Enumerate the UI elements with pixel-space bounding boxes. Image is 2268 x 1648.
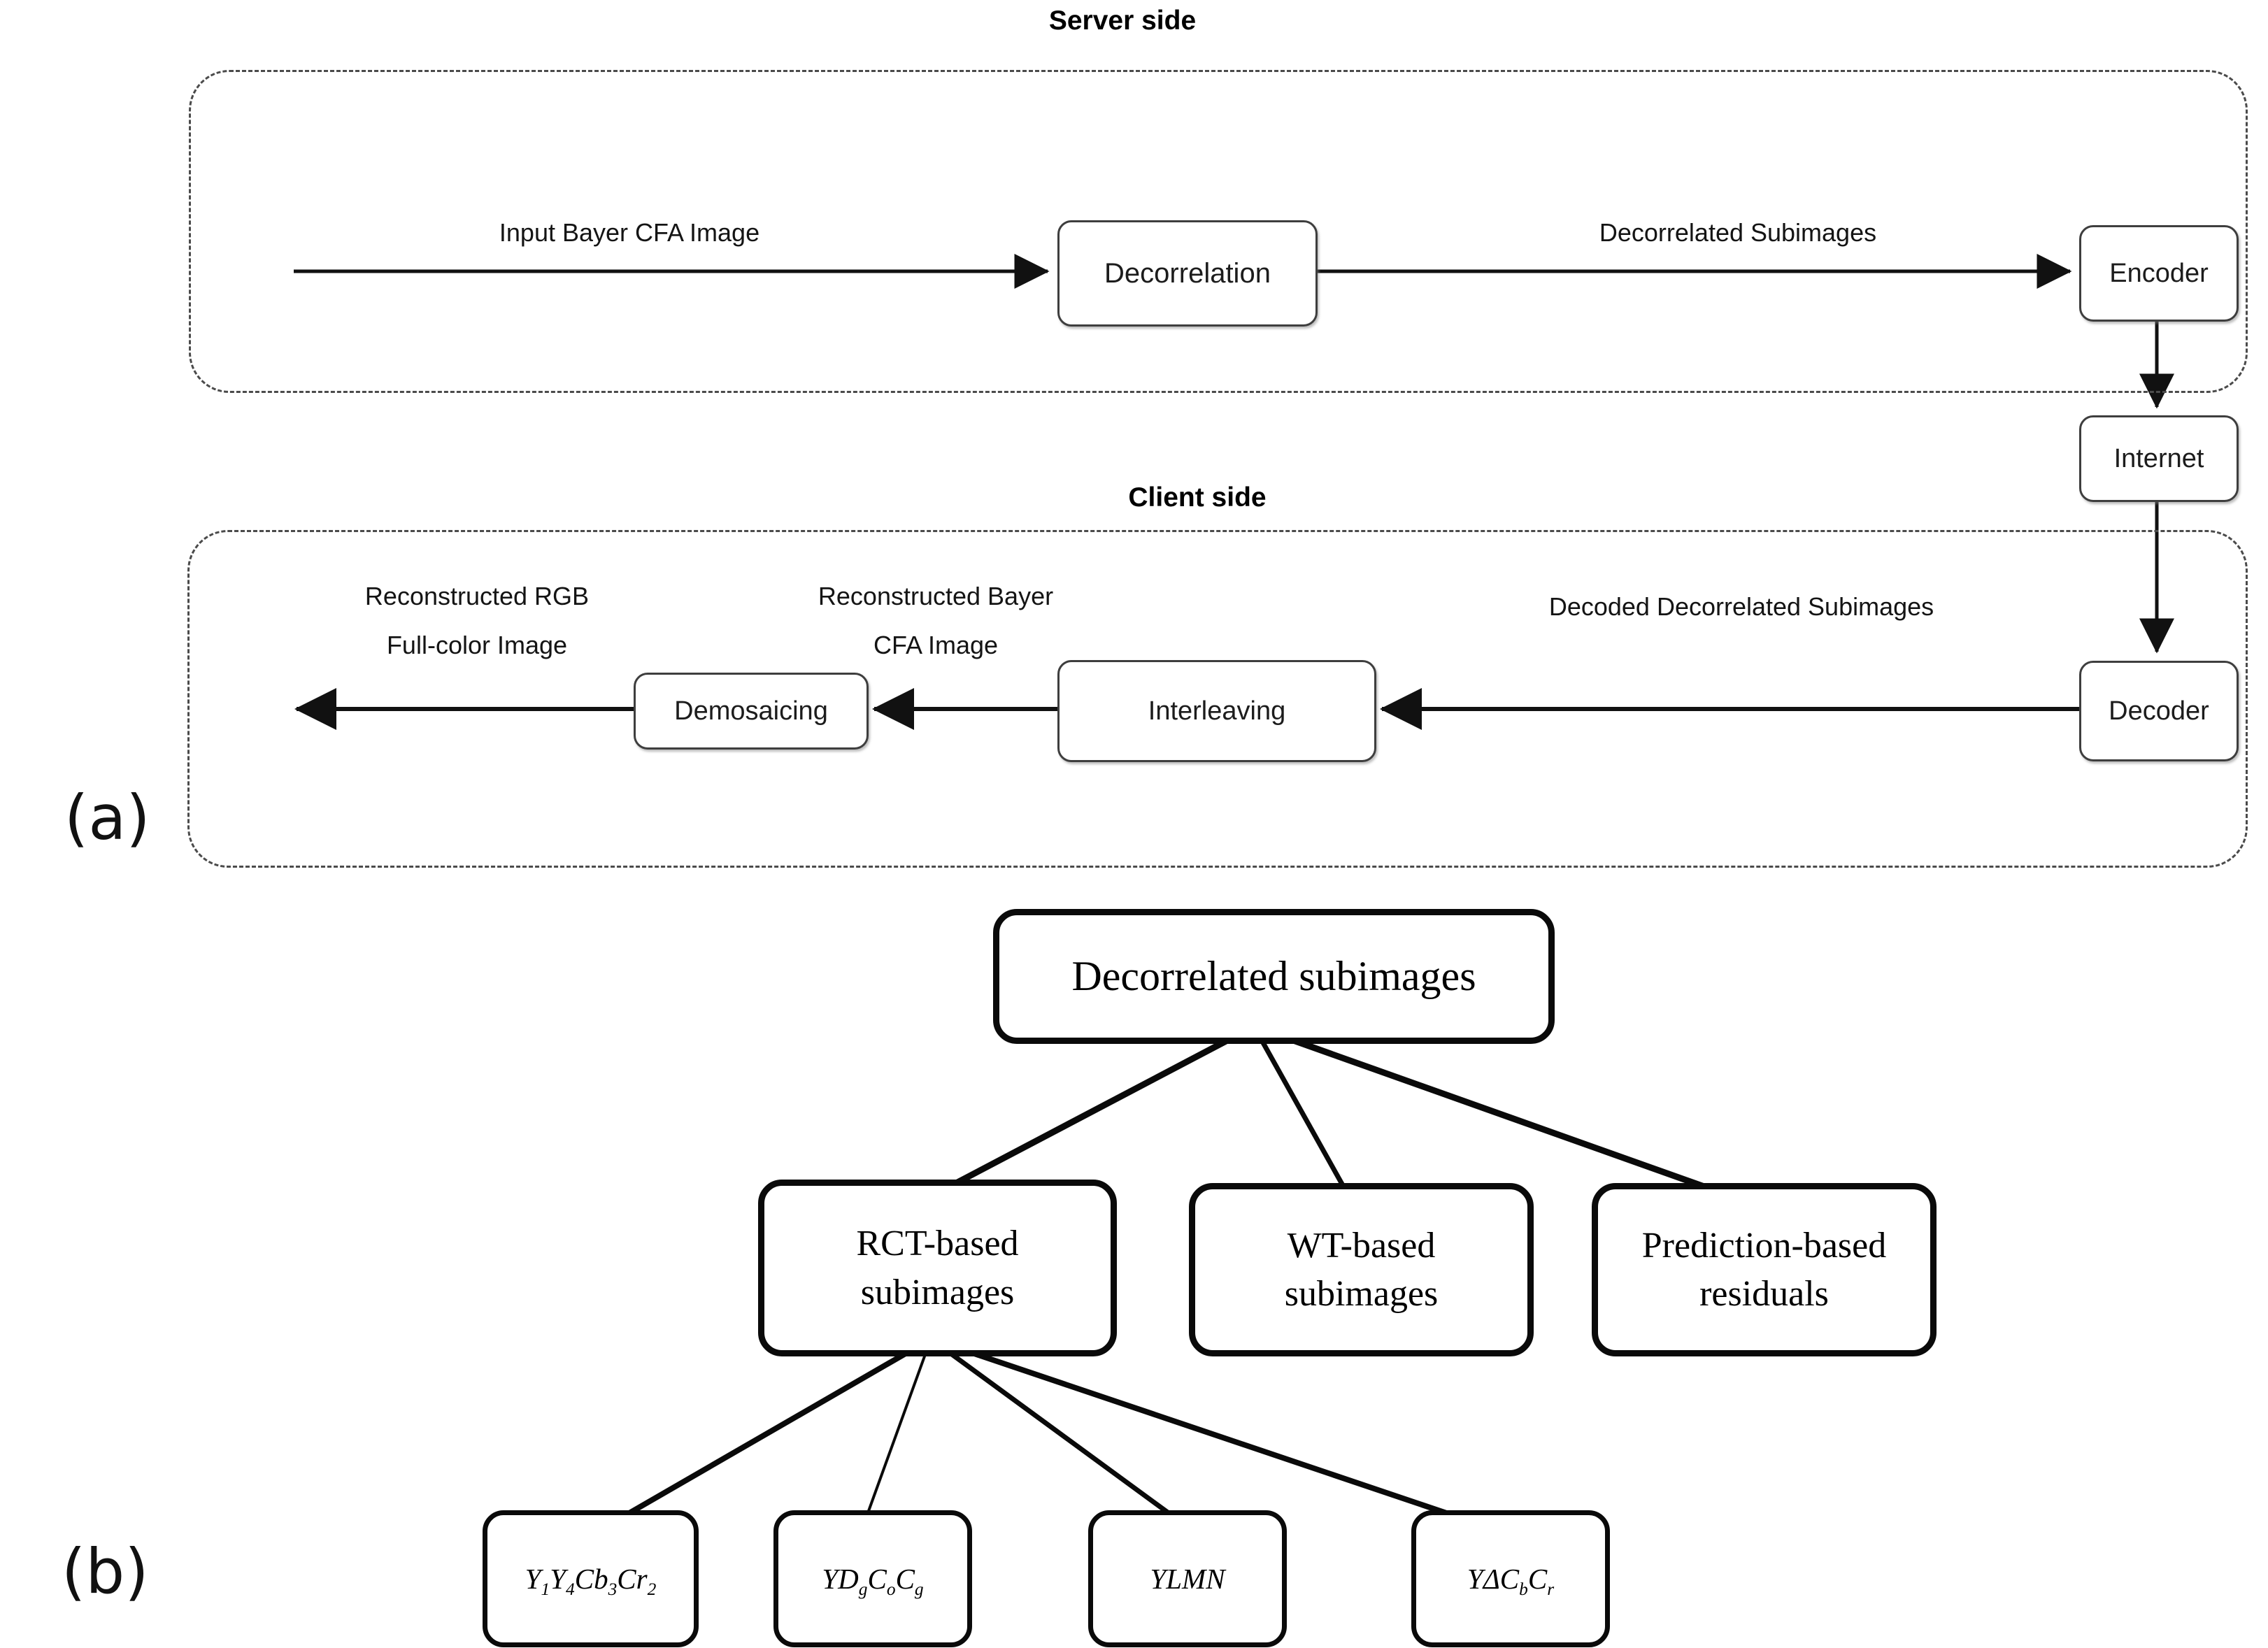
edge-root-to-rct (943, 1024, 1256, 1191)
internet-box: Internet (2079, 415, 2239, 502)
tree-leaf-ydeltacbcr: YΔCbCr (1411, 1510, 1610, 1647)
server-side-title: Server side (1048, 6, 1197, 36)
demosaicing-box: Demosaicing (634, 673, 869, 750)
panel-b-label: (b) (62, 1535, 149, 1607)
reconstructed-rgb-line2: Full-color Image (386, 631, 568, 659)
edge-rct-to-leaf1 (618, 1336, 933, 1521)
leaf-math-ylmn: YLMN (1150, 1563, 1225, 1595)
server-side-zone (189, 70, 2248, 393)
reconstructed-bayer-line1: Reconstructed Bayer (818, 582, 1054, 610)
client-side-title: Client side (1128, 482, 1267, 513)
interleaving-box: Interleaving (1057, 660, 1376, 762)
wt-line1: WT-based (1287, 1225, 1436, 1266)
decoder-box: Decoder (2079, 661, 2239, 761)
tree-leaf-ylmn: YLMN (1088, 1510, 1287, 1647)
tree-leaf-y1y4cb3cr2: Y1Y4Cb3Cr2 (483, 1510, 699, 1647)
reconstructed-bayer-line2: CFA Image (873, 631, 999, 659)
reconstructed-rgb-label: Reconstructed RGB Full-color Image (365, 572, 589, 670)
reconstructed-rgb-line1: Reconstructed RGB (364, 582, 590, 610)
edge-rct-to-leaf2 (864, 1338, 932, 1519)
tree-node-prediction-based: Prediction-based residuals (1592, 1183, 1937, 1356)
leaf-math-ydeltacbcr: YΔCbCr (1467, 1563, 1555, 1600)
client-side-zone (187, 530, 2248, 868)
panel-a-label: (a) (64, 782, 150, 854)
edge-root-to-prediction (1253, 1023, 1723, 1196)
tree-node-wt-based: WT-based subimages (1189, 1183, 1534, 1356)
prediction-line2: residuals (1699, 1274, 1829, 1314)
decorrelated-subimages-label: Decorrelated Subimages (1599, 218, 1877, 247)
edge-rct-to-leaf3 (929, 1337, 1178, 1521)
leaf-math-ydgcocg: YDgCoCg (822, 1563, 924, 1600)
rct-line1: RCT-based (856, 1224, 1019, 1264)
input-bayer-cfa-label: Input Bayer CFA Image (499, 218, 760, 247)
decoded-decorrelated-label: Decoded Decorrelated Subimages (1548, 592, 1934, 621)
reconstructed-bayer-label: Reconstructed Bayer CFA Image (818, 572, 1053, 670)
rct-line2: subimages (860, 1272, 1015, 1312)
decorrelation-box: Decorrelation (1057, 220, 1318, 327)
tree-leaf-ydgcocg: YDgCoCg (773, 1510, 972, 1647)
tree-node-rct-based: RCT-based subimages (758, 1180, 1117, 1356)
leaf-math-y1y4cb3cr2: Y1Y4Cb3Cr2 (525, 1563, 657, 1600)
tree-root-decorrelated-subimages: Decorrelated subimages (993, 909, 1555, 1044)
encoder-box: Encoder (2079, 225, 2239, 322)
edge-root-to-wt (1251, 1025, 1350, 1194)
wt-line2: subimages (1284, 1274, 1439, 1314)
edge-rct-to-leaf4 (929, 1336, 1464, 1521)
prediction-line1: Prediction-based (1641, 1225, 1887, 1266)
